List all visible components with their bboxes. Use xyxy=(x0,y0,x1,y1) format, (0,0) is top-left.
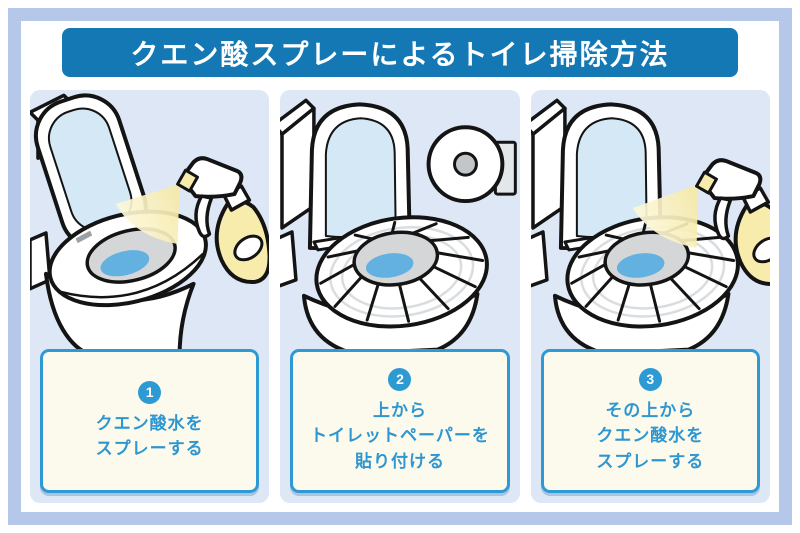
step-caption: クエン酸水を スプレーする xyxy=(95,413,204,459)
step-panel-3: 3 その上から クエン酸水を スプレーする xyxy=(530,90,770,503)
step-panel-2: 2 上から トイレットペーパーを 貼り付ける xyxy=(280,90,520,503)
toilet-paper-ring-icon xyxy=(565,215,740,329)
toilet-paper-illustration xyxy=(280,98,518,356)
water-icon xyxy=(616,253,665,278)
water-icon xyxy=(366,253,414,278)
step-caption-box: 2 上から トイレットペーパーを 貼り付ける xyxy=(290,349,510,493)
spray-mist-icon xyxy=(115,184,180,244)
toilet-tank-icon xyxy=(530,98,567,288)
toilet-paper-roll-icon xyxy=(426,125,518,204)
title-banner: クエン酸スプレーによるトイレ掃除方法 xyxy=(62,28,738,77)
step-panel-1: 1 クエン酸水を スプレーする xyxy=(30,90,270,503)
toilet-spray-illustration xyxy=(30,93,270,358)
spray-bottle-icon xyxy=(694,158,770,286)
spray-mist-icon xyxy=(632,184,699,248)
step-number-badge: 2 xyxy=(388,367,412,391)
spray-bottle-icon xyxy=(176,156,270,284)
hinge-mark xyxy=(75,230,93,244)
step-number-badge: 1 xyxy=(138,380,162,404)
water-icon xyxy=(100,250,150,277)
toilet-tank-icon xyxy=(280,98,316,288)
step-caption-box: 1 クエン酸水を スプレーする xyxy=(40,349,260,493)
step-caption-box: 3 その上から クエン酸水を スプレーする xyxy=(540,349,760,493)
page-title: クエン酸スプレーによるトイレ掃除方法 xyxy=(130,38,670,70)
step-caption: 上から トイレットペーパーを 貼り付ける xyxy=(310,400,490,471)
toilet-paper-ring-icon xyxy=(314,215,490,329)
step-number-badge: 3 xyxy=(638,367,662,391)
step-caption: その上から クエン酸水を スプレーする xyxy=(596,400,705,471)
toilet-paper-spray-illustration xyxy=(530,98,770,356)
steps-row: 1 クエン酸水を スプレーする xyxy=(30,90,770,503)
